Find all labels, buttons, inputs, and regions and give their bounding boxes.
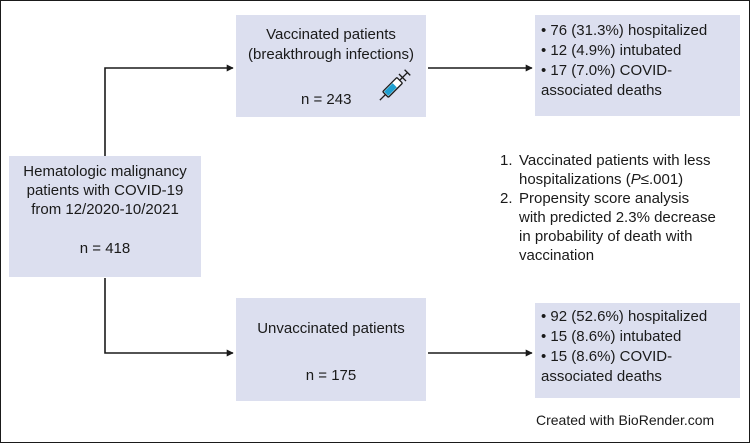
vaccinated-outcome-4: associated deaths bbox=[541, 82, 662, 99]
unvaccinated-outcome-1: • 92 (52.6%) hospitalized bbox=[541, 308, 708, 325]
arrow-to-vaccinated bbox=[104, 64, 234, 158]
finding-2-number: 2. bbox=[500, 190, 513, 207]
finding-2-line-4: vaccination bbox=[519, 247, 595, 264]
source-line-1: Hematologic malignancy bbox=[23, 163, 187, 180]
finding-1-number: 1. bbox=[500, 152, 513, 169]
syringe-icon bbox=[379, 69, 411, 101]
unvaccinated-outcome-4: associated deaths bbox=[541, 368, 662, 385]
finding-1-line-2-post: ≤.001) bbox=[640, 171, 684, 188]
vaccinated-outcome-3: • 17 (7.0%) COVID- bbox=[541, 62, 673, 79]
finding-2-line-3: in probability of death with bbox=[519, 228, 693, 245]
unvaccinated-n: n = 175 bbox=[305, 367, 357, 384]
biorender-credit: Created with BioRender.com bbox=[536, 412, 715, 428]
unvaccinated-title: Unvaccinated patients bbox=[257, 320, 405, 337]
p-value-symbol: P bbox=[630, 171, 641, 188]
unvaccinated-outcome-3: • 15 (8.6%) COVID- bbox=[541, 348, 673, 365]
unvaccinated-outcomes-box bbox=[535, 303, 740, 398]
finding-1-line-1: Vaccinated patients with less bbox=[519, 152, 711, 169]
arrow-to-unvaccinated bbox=[104, 278, 234, 357]
finding-1-line-2: hospitalizations (P≤.001) bbox=[519, 170, 683, 189]
source-line-2: patients with COVID-19 bbox=[26, 182, 184, 199]
source-box bbox=[9, 156, 201, 277]
vaccinated-box bbox=[236, 15, 426, 117]
vaccinated-outcome-1: • 76 (31.3%) hospitalized bbox=[541, 22, 708, 39]
finding-2-line-2: with predicted 2.3% decrease bbox=[519, 209, 716, 226]
vaccinated-line-1: Vaccinated patients bbox=[266, 26, 396, 43]
vaccinated-n: n = 243 bbox=[301, 91, 352, 108]
vaccinated-outcome-2: • 12 (4.9%) intubated bbox=[541, 42, 682, 59]
source-n: n = 418 bbox=[79, 240, 131, 257]
unvaccinated-box bbox=[236, 298, 426, 401]
finding-1-line-2-pre: hospitalizations ( bbox=[519, 171, 631, 188]
finding-2-line-1: Propensity score analysis bbox=[519, 190, 690, 207]
vaccinated-line-2: (breakthrough infections) bbox=[248, 46, 414, 63]
source-line-3: from 12/2020-10/2021 bbox=[31, 201, 179, 218]
unvaccinated-outcome-2: • 15 (8.6%) intubated bbox=[541, 328, 682, 345]
vaccinated-outcomes-box bbox=[535, 15, 740, 116]
